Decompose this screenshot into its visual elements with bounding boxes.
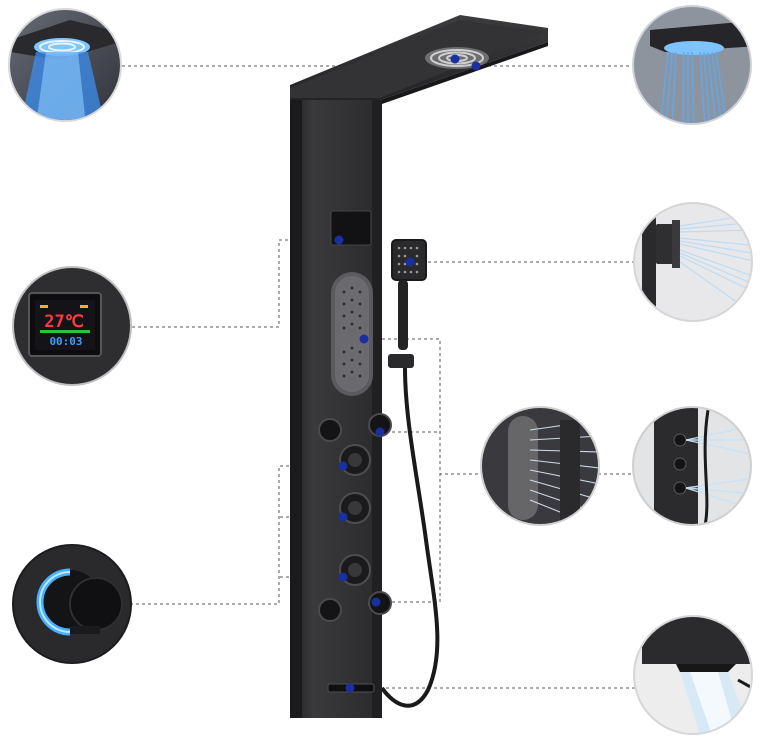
display-time: 00:03 [49,335,82,348]
shower-panel [290,15,548,718]
led-rain-shower-icon [8,8,122,122]
body-jet-left-upper [318,418,342,442]
handheld-shower [380,239,440,708]
handheld-shower-icon [633,202,753,322]
feature-markers [334,54,481,693]
panel-controls [318,413,392,622]
digital-display-icon: 27℃ 00:03 [12,266,132,386]
body-jet-left-lower [318,598,342,622]
massage-panel-icon [480,406,600,526]
display-temperature: 27℃ [44,312,84,332]
rain-spray-icon [632,5,752,125]
led-knob-icon [12,544,132,664]
body-jet-icon [632,406,752,526]
waterfall-spout-icon [633,615,753,735]
